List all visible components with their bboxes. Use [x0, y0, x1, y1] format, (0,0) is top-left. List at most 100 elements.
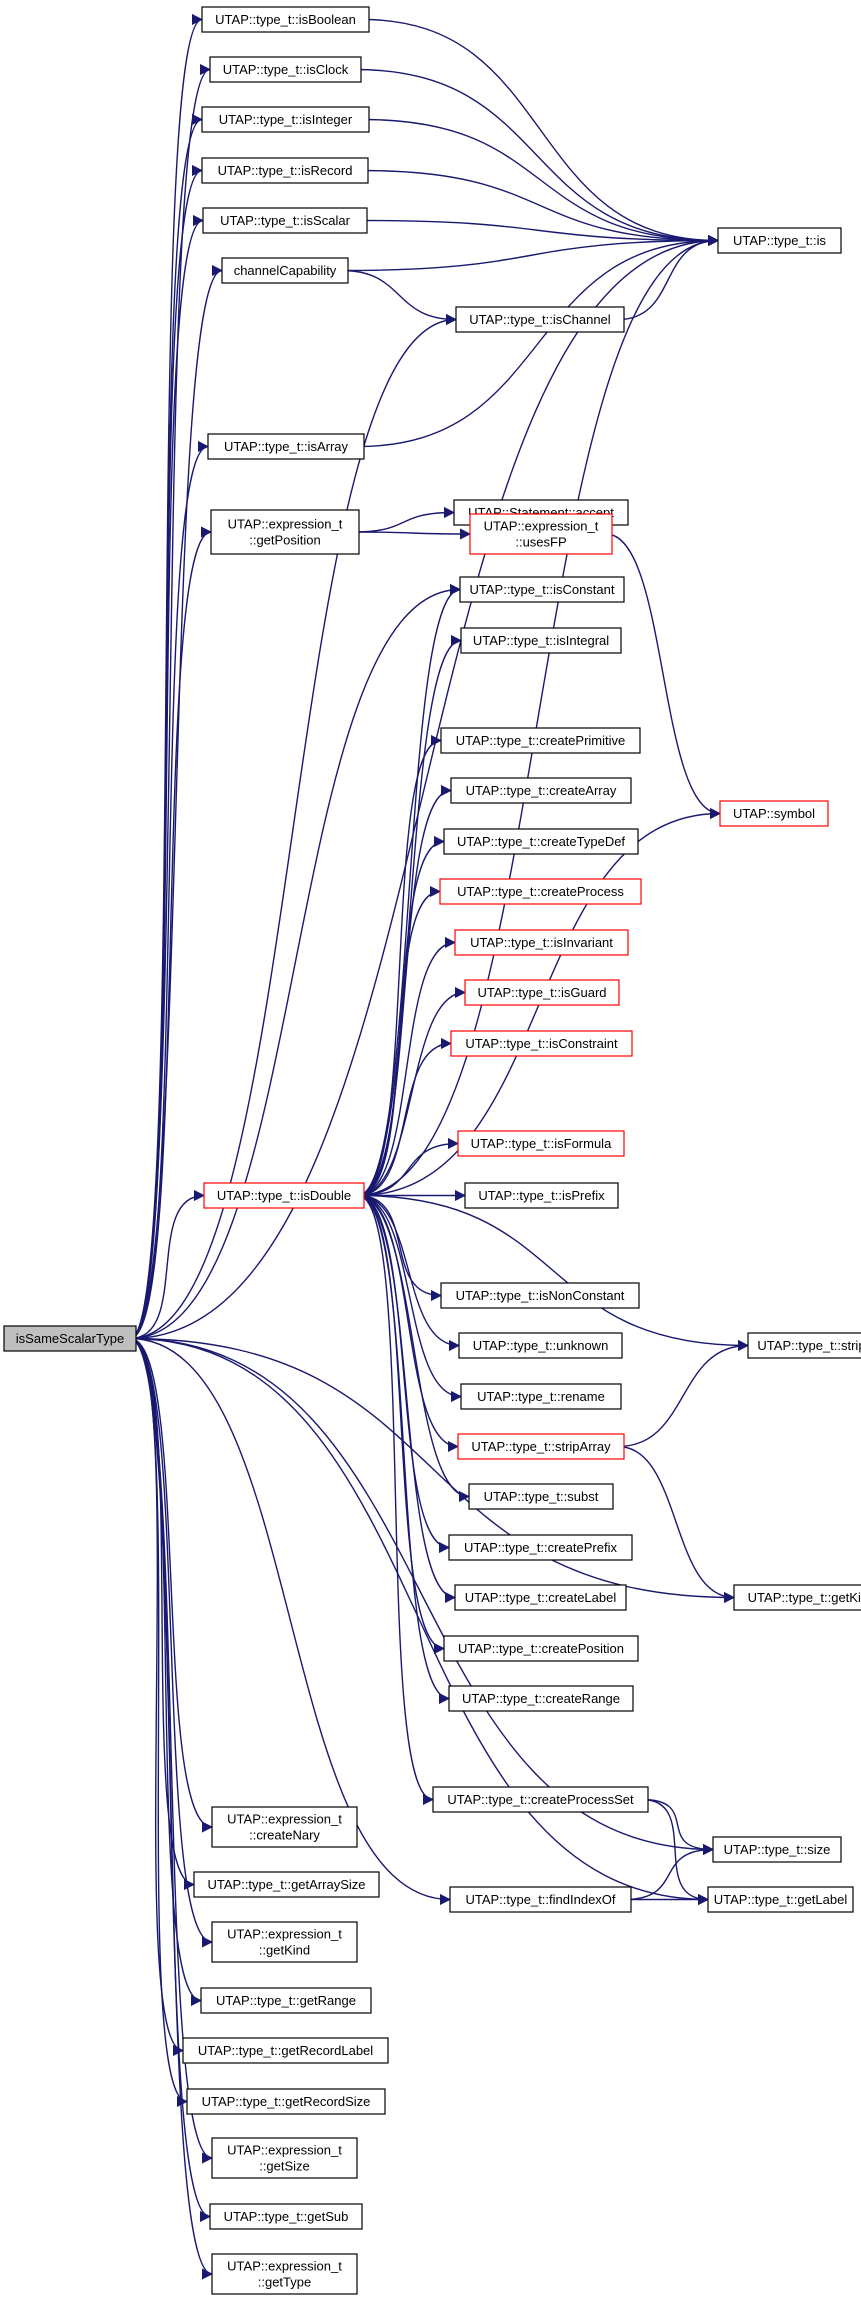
node-label: UTAP::type_t::stripArray — [471, 1439, 611, 1454]
node-is-scalar[interactable]: UTAP::type_t::isScalar — [202, 207, 368, 234]
edge-is-same-scalar-type-to-expr-get-size — [129, 1337, 214, 2164]
node-uses-fp[interactable]: UTAP::expression_t::usesFP — [469, 513, 613, 555]
node-is-invariant[interactable]: UTAP::type_t::isInvariant — [454, 929, 629, 956]
node-get-sub[interactable]: UTAP::type_t::getSub — [209, 2203, 363, 2230]
node-box — [440, 1282, 640, 1309]
edge-is-same-scalar-type-to-expr-get-type — [129, 1337, 214, 2280]
node-box — [717, 227, 842, 254]
node-is-guard[interactable]: UTAP::type_t::isGuard — [464, 979, 620, 1006]
node-create-process[interactable]: UTAP::type_t::createProcess — [439, 878, 642, 905]
node-create-label[interactable]: UTAP::type_t::createLabel — [454, 1584, 627, 1611]
node-is-same-scalar-type[interactable]: isSameScalarType — [3, 1325, 137, 1352]
edge-is-double-to-create-primitive — [357, 734, 443, 1197]
node-box — [211, 2137, 358, 2179]
node-label: UTAP::type_t::unknown — [473, 1338, 609, 1353]
node-is-constraint[interactable]: UTAP::type_t::isConstraint — [450, 1030, 633, 1057]
node-is-integral[interactable]: UTAP::type_t::isIntegral — [460, 627, 622, 654]
node-create-array[interactable]: UTAP::type_t::createArray — [450, 777, 632, 804]
node-channel-capability[interactable]: channelCapability — [221, 257, 349, 284]
node-is[interactable]: UTAP::type_t::is — [717, 227, 842, 254]
node-label: UTAP::type_t::isConstant — [470, 582, 615, 597]
node-strip-array[interactable]: UTAP::type_t::stripArray — [457, 1433, 625, 1460]
node-label: UTAP::type_t::createTypeDef — [457, 834, 625, 849]
node-label: UTAP::type_t::createPrimitive — [456, 733, 626, 748]
node-is-channel[interactable]: UTAP::type_t::isChannel — [455, 306, 625, 333]
node-box — [712, 1836, 842, 1863]
node-create-prefix[interactable]: UTAP::type_t::createPrefix — [448, 1534, 633, 1561]
node-expr-get-type[interactable]: UTAP::expression_t::getType — [211, 2253, 358, 2295]
node-label: ::getSize — [259, 2159, 310, 2174]
node-create-range[interactable]: UTAP::type_t::createRange — [448, 1685, 634, 1712]
node-get-label[interactable]: UTAP::type_t::getLabel — [707, 1886, 854, 1913]
edge-is-same-scalar-type-to-expr-create-nary — [129, 1337, 214, 1833]
node-create-position[interactable]: UTAP::type_t::createPosition — [443, 1635, 639, 1662]
node-box — [211, 1921, 358, 1963]
node-is-non-constant[interactable]: UTAP::type_t::isNonConstant — [440, 1282, 640, 1309]
node-get-record-size[interactable]: UTAP::type_t::getRecordSize — [186, 2088, 386, 2115]
node-is-formula[interactable]: UTAP::type_t::isFormula — [457, 1130, 625, 1157]
node-box — [202, 207, 368, 234]
node-label: UTAP::type_t::rename — [477, 1389, 605, 1404]
node-create-primitive[interactable]: UTAP::type_t::createPrimitive — [440, 727, 641, 754]
edge-is-same-scalar-type-to-get-array-size — [129, 1337, 196, 1891]
edge-is-double-to-strip — [357, 1194, 750, 1352]
node-is-record[interactable]: UTAP::type_t::isRecord — [201, 157, 369, 184]
node-expr-create-nary[interactable]: UTAP::expression_t::createNary — [211, 1806, 358, 1848]
node-box — [454, 1584, 627, 1611]
node-symbol[interactable]: UTAP::symbol — [719, 800, 829, 827]
node-label: ::usesFP — [515, 535, 566, 550]
node-expr-get-kind[interactable]: UTAP::expression_t::getKind — [211, 1921, 358, 1963]
node-label: UTAP::type_t::isScalar — [220, 213, 350, 228]
edge-is-double-to-rename — [357, 1194, 463, 1403]
node-label: UTAP::type_t::isClock — [223, 62, 349, 77]
nodes-layer: isSameScalarType UTAP::type_t::isBooleanU… — [3, 6, 861, 2295]
node-label: channelCapability — [234, 263, 337, 278]
node-get-position[interactable]: UTAP::expression_t::getPosition — [210, 509, 360, 555]
node-box — [458, 1332, 623, 1359]
node-is-prefix[interactable]: UTAP::type_t::isPrefix — [464, 1182, 619, 1209]
node-box — [457, 1433, 625, 1460]
node-label: UTAP::type_t::createPrefix — [464, 1540, 617, 1555]
edge-is-double-to-subst — [357, 1194, 471, 1503]
node-is-clock[interactable]: UTAP::type_t::isClock — [209, 56, 362, 83]
node-is-boolean[interactable]: UTAP::type_t::isBoolean — [201, 6, 370, 33]
node-subst[interactable]: UTAP::type_t::subst — [468, 1483, 614, 1510]
node-is-double[interactable]: UTAP::type_t::isDouble — [203, 1182, 365, 1209]
node-box — [209, 2203, 363, 2230]
node-label: UTAP::type_t::getRecordSize — [202, 2094, 371, 2109]
node-is-array[interactable]: UTAP::type_t::isArray — [207, 433, 365, 460]
node-get-array-size[interactable]: UTAP::type_t::getArraySize — [193, 1871, 380, 1898]
node-box — [450, 1030, 633, 1057]
edge-is-double-to-create-label — [357, 1194, 457, 1604]
node-box — [454, 929, 629, 956]
node-get-record-label[interactable]: UTAP::type_t::getRecordLabel — [182, 2037, 389, 2064]
node-box — [464, 979, 620, 1006]
node-is-constant[interactable]: UTAP::type_t::isConstant — [459, 576, 625, 603]
node-create-process-set[interactable]: UTAP::type_t::createProcessSet — [432, 1786, 649, 1813]
node-create-type-def[interactable]: UTAP::type_t::createTypeDef — [443, 828, 639, 855]
node-label: UTAP::type_t::createRange — [462, 1691, 620, 1706]
node-label: UTAP::type_t::isBoolean — [215, 12, 356, 27]
node-expr-get-size[interactable]: UTAP::expression_t::getSize — [211, 2137, 358, 2179]
node-unknown[interactable]: UTAP::type_t::unknown — [458, 1332, 623, 1359]
node-box — [221, 257, 349, 284]
node-box — [201, 157, 369, 184]
node-label: UTAP::expression_t — [484, 519, 599, 534]
node-box — [707, 1886, 854, 1913]
node-strip[interactable]: UTAP::type_t::strip — [747, 1332, 861, 1359]
node-rename[interactable]: UTAP::type_t::rename — [460, 1383, 622, 1410]
node-box — [439, 878, 642, 905]
node-get-range[interactable]: UTAP::type_t::getRange — [200, 1987, 372, 2014]
node-box — [3, 1325, 137, 1352]
node-find-index-of[interactable]: UTAP::type_t::findIndexOf — [449, 1886, 632, 1913]
node-box — [460, 1383, 622, 1410]
node-box — [200, 1987, 372, 2014]
node-label: ::getKind — [259, 1943, 310, 1958]
edge-strip-array-to-get-kind — [617, 1445, 736, 1604]
node-get-kind[interactable]: UTAP::type_t::getKind — [733, 1584, 861, 1611]
node-is-integer[interactable]: UTAP::type_t::isInteger — [201, 106, 370, 133]
edge-is-same-scalar-type-to-get-label — [129, 1337, 710, 1906]
node-size[interactable]: UTAP::type_t::size — [712, 1836, 842, 1863]
node-label: UTAP::type_t::getRecordLabel — [198, 2043, 373, 2058]
